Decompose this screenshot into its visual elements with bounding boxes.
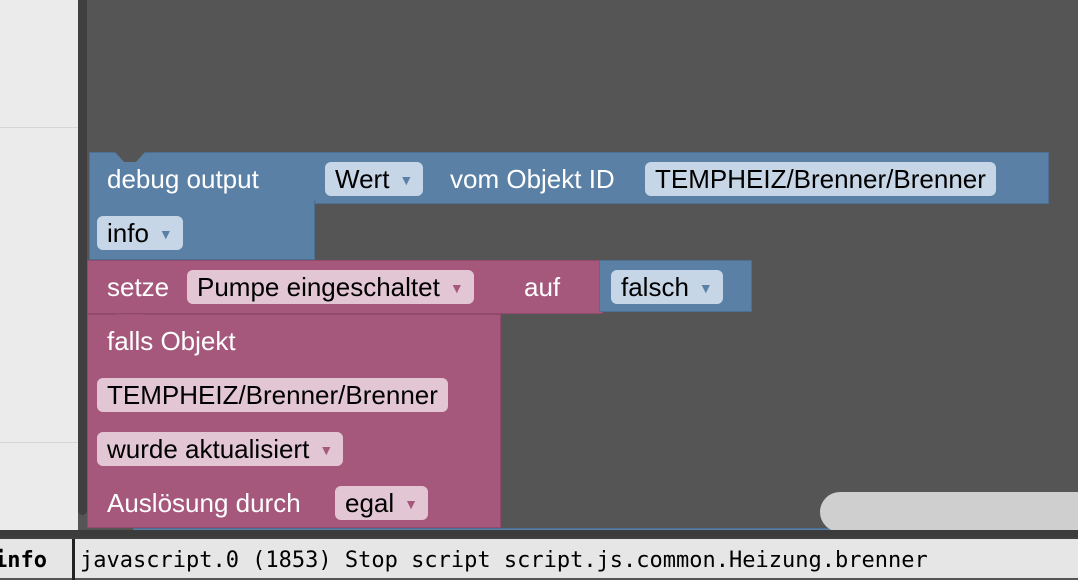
trigger-object-id-field[interactable]: TEMPHEIZ/Brenner/Brenner: [97, 378, 448, 412]
debug-output-label: debug output: [107, 164, 259, 194]
variable-dropdown-text: Pumpe eingeschaltet: [197, 272, 440, 302]
toolbox-panel[interactable]: [0, 0, 78, 537]
workspace-horizontal-scrollbar[interactable]: [820, 492, 1078, 532]
log-panel: info javascript.0 (1853) Stop script scr…: [0, 537, 1078, 580]
trigger-label: falls Objekt: [107, 326, 236, 356]
trigger-by-dropdown-text: egal: [345, 488, 395, 518]
boolean-dropdown[interactable]: falsch ▼: [611, 270, 723, 304]
log-level-cell: info: [0, 548, 47, 573]
value-dropdown-text: Wert: [335, 164, 390, 194]
object-id-label: vom Objekt ID: [450, 164, 615, 194]
chevron-down-icon: ▼: [404, 496, 419, 512]
chevron-down-icon: ▼: [698, 280, 713, 296]
variable-dropdown[interactable]: Pumpe eingeschaltet ▼: [187, 270, 474, 304]
toolbox-scrollbar[interactable]: [78, 0, 87, 515]
toolbox-divider: [0, 442, 78, 443]
trigger-by-label: Auslösung durch: [107, 488, 301, 518]
to-label: auf: [524, 272, 561, 302]
chevron-down-icon: ▼: [158, 226, 173, 242]
log-level-dropdown-text: info: [107, 218, 149, 248]
condition-dropdown[interactable]: wurde aktualisiert ▼: [97, 432, 344, 466]
chevron-down-icon: ▼: [319, 442, 334, 458]
trigger-by-dropdown[interactable]: egal ▼: [335, 486, 429, 520]
block-notch: [115, 314, 145, 324]
log-message: javascript.0 (1853) Stop script script.j…: [80, 548, 928, 573]
object-id-field[interactable]: TEMPHEIZ/Brenner/Brenner: [645, 162, 996, 196]
boolean-dropdown-text: falsch: [621, 272, 689, 302]
trigger-block[interactable]: [87, 314, 501, 528]
panel-separator: [0, 530, 1078, 537]
chevron-down-icon: ▼: [399, 172, 414, 188]
chevron-down-icon: ▼: [449, 280, 464, 296]
condition-dropdown-text: wurde aktualisiert: [107, 434, 310, 464]
value-dropdown[interactable]: Wert ▼: [325, 162, 424, 196]
toolbox-divider: [0, 127, 78, 128]
block-notch: [115, 152, 145, 162]
log-column-divider[interactable]: [72, 539, 75, 580]
log-level-dropdown[interactable]: info ▼: [97, 216, 183, 250]
blockly-workspace[interactable]: debug output Wert ▼ vom Objekt ID TEMPHEI…: [87, 0, 1078, 537]
set-label: setze: [107, 272, 170, 302]
